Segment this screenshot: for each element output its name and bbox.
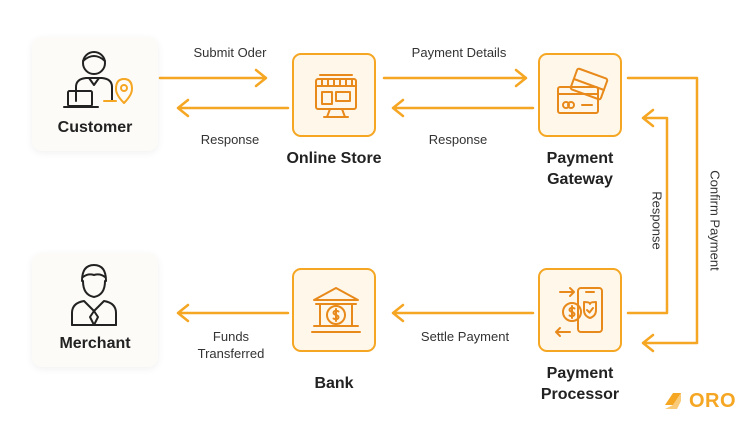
- merchant-card: [32, 253, 158, 367]
- label-settle-payment: Settle Payment: [420, 329, 510, 344]
- payment-processor-label: Payment Processor: [540, 365, 620, 403]
- customer-label: Customer: [57, 119, 133, 136]
- arrow-submit-order: [158, 68, 268, 88]
- online-store-box: [292, 53, 376, 137]
- merchant-icon: [71, 264, 117, 326]
- arrow-response-store: [391, 98, 535, 118]
- label-response-gateway: Response: [649, 191, 665, 250]
- customer-card: [32, 37, 158, 151]
- oro-logo-text: ORO: [689, 389, 737, 412]
- label-funds-transferred: Funds Transferred: [197, 329, 265, 361]
- label-confirm-payment: Confirm Payment: [707, 170, 723, 271]
- arrow-confirm-payment: [626, 76, 699, 353]
- merchant-label: Merchant: [59, 335, 131, 352]
- payment-gateway-label: Payment Gateway: [546, 150, 614, 188]
- label-response-customer: Response: [200, 132, 260, 147]
- bank-label: Bank: [314, 375, 354, 392]
- store-icon: [315, 74, 357, 118]
- arrow-payment-details: [382, 68, 528, 88]
- label-submit-order: Submit Oder: [193, 45, 267, 60]
- oro-logo: ORO: [661, 387, 736, 415]
- oro-logo-icon: [665, 393, 681, 409]
- credit-card-icon: [557, 67, 609, 114]
- payment-processor-box: [538, 268, 622, 352]
- label-payment-details: Payment Details: [411, 45, 507, 60]
- customer-icon: [63, 51, 133, 108]
- online-store-label: Online Store: [286, 150, 382, 167]
- bank-box: [292, 268, 376, 352]
- payment-processor-icon: [555, 287, 603, 337]
- payment-gateway-box: [538, 53, 622, 137]
- arrow-response-customer: [176, 98, 290, 118]
- arrow-response-gateway: [626, 108, 669, 315]
- arrow-funds-transferred: [176, 303, 290, 323]
- label-response-store: Response: [428, 132, 488, 147]
- arrow-settle-payment: [391, 303, 535, 323]
- bank-icon: [311, 287, 361, 333]
